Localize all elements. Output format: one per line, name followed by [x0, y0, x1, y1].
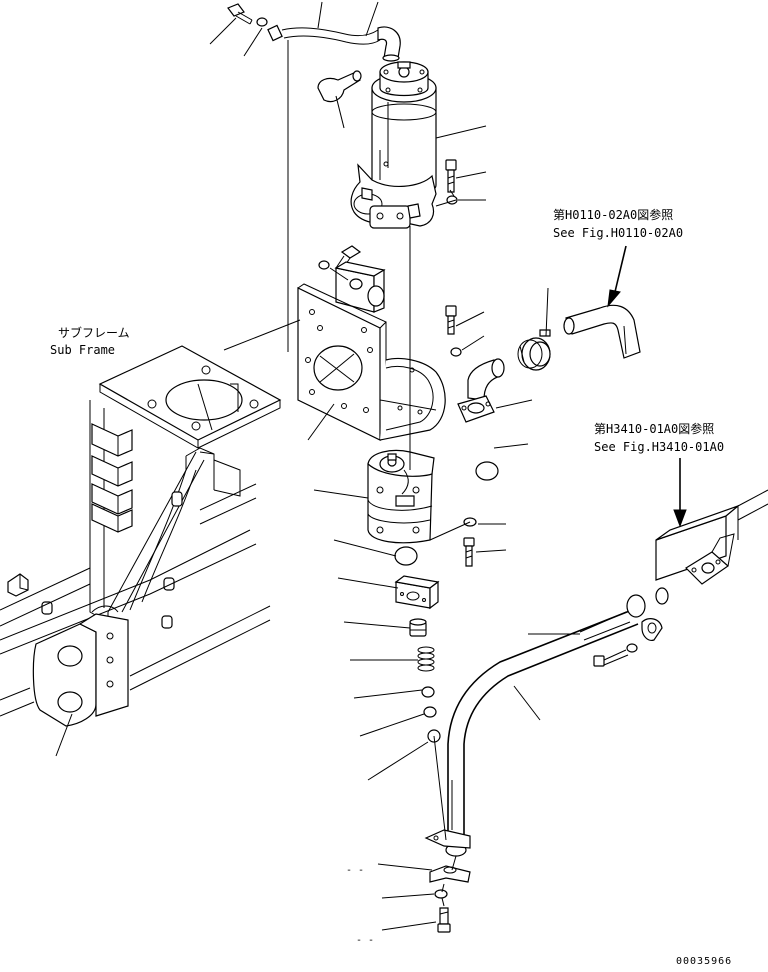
- o-ring-top: [476, 462, 498, 480]
- control-valve-box: [656, 490, 768, 584]
- pump-bolt: [464, 538, 474, 566]
- pipe-clamp: [430, 866, 470, 882]
- bracket-washer: [319, 261, 329, 269]
- motor-bolt: [446, 160, 456, 192]
- document-number: 00035966: [676, 956, 733, 967]
- snap-ring: [424, 707, 436, 717]
- ref2-label-en: See Fig.H3410-01A0: [594, 440, 725, 454]
- ref1-label-jp: 第H0110-02A0図参照: [553, 208, 674, 222]
- top-washer: [257, 18, 267, 26]
- sub-frame-label-jp: サブフレーム: [58, 326, 130, 340]
- assembly-lines: [224, 40, 470, 906]
- mounting-bracket: [298, 262, 445, 440]
- spring: [418, 647, 434, 671]
- reference-arrow-2: [674, 458, 686, 526]
- valve-block: [396, 576, 438, 608]
- clamp-bolt: [438, 908, 450, 932]
- hydraulic-pump: [368, 451, 434, 543]
- fitting-bolt: [594, 650, 628, 666]
- o-ring-bottom: [395, 547, 417, 565]
- ref1-label-en: See Fig.H0110-02A0: [553, 226, 684, 240]
- leader-lines: [56, 2, 580, 930]
- sub-frame-label-en: Sub Frame: [50, 343, 116, 357]
- dash-mark-2: - -: [356, 935, 375, 946]
- elbow-fitting: [318, 71, 361, 102]
- suction-flange: [458, 396, 494, 422]
- ref2-label-jp: 第H3410-01A0図参照: [594, 422, 715, 436]
- discharge-pipe: [426, 595, 645, 856]
- fitting-washer: [627, 644, 637, 652]
- motor: [351, 62, 436, 228]
- flange-bolt: [446, 306, 456, 334]
- valve-washer: [422, 687, 434, 697]
- plug-fitting: [410, 619, 426, 636]
- top-bolt: [228, 4, 252, 24]
- motor-hose: [268, 25, 400, 61]
- clamp-washer: [435, 890, 447, 898]
- suction-hose: [564, 305, 640, 358]
- flange-washer: [451, 348, 461, 356]
- dash-mark-1: - -: [346, 865, 365, 876]
- flange-o-ring: [656, 588, 668, 604]
- hose-clamp: [518, 330, 550, 370]
- reference-arrow-1: [608, 246, 626, 306]
- sub-frame: [0, 346, 280, 726]
- split-flange: [642, 619, 662, 641]
- suction-elbow: [468, 359, 504, 400]
